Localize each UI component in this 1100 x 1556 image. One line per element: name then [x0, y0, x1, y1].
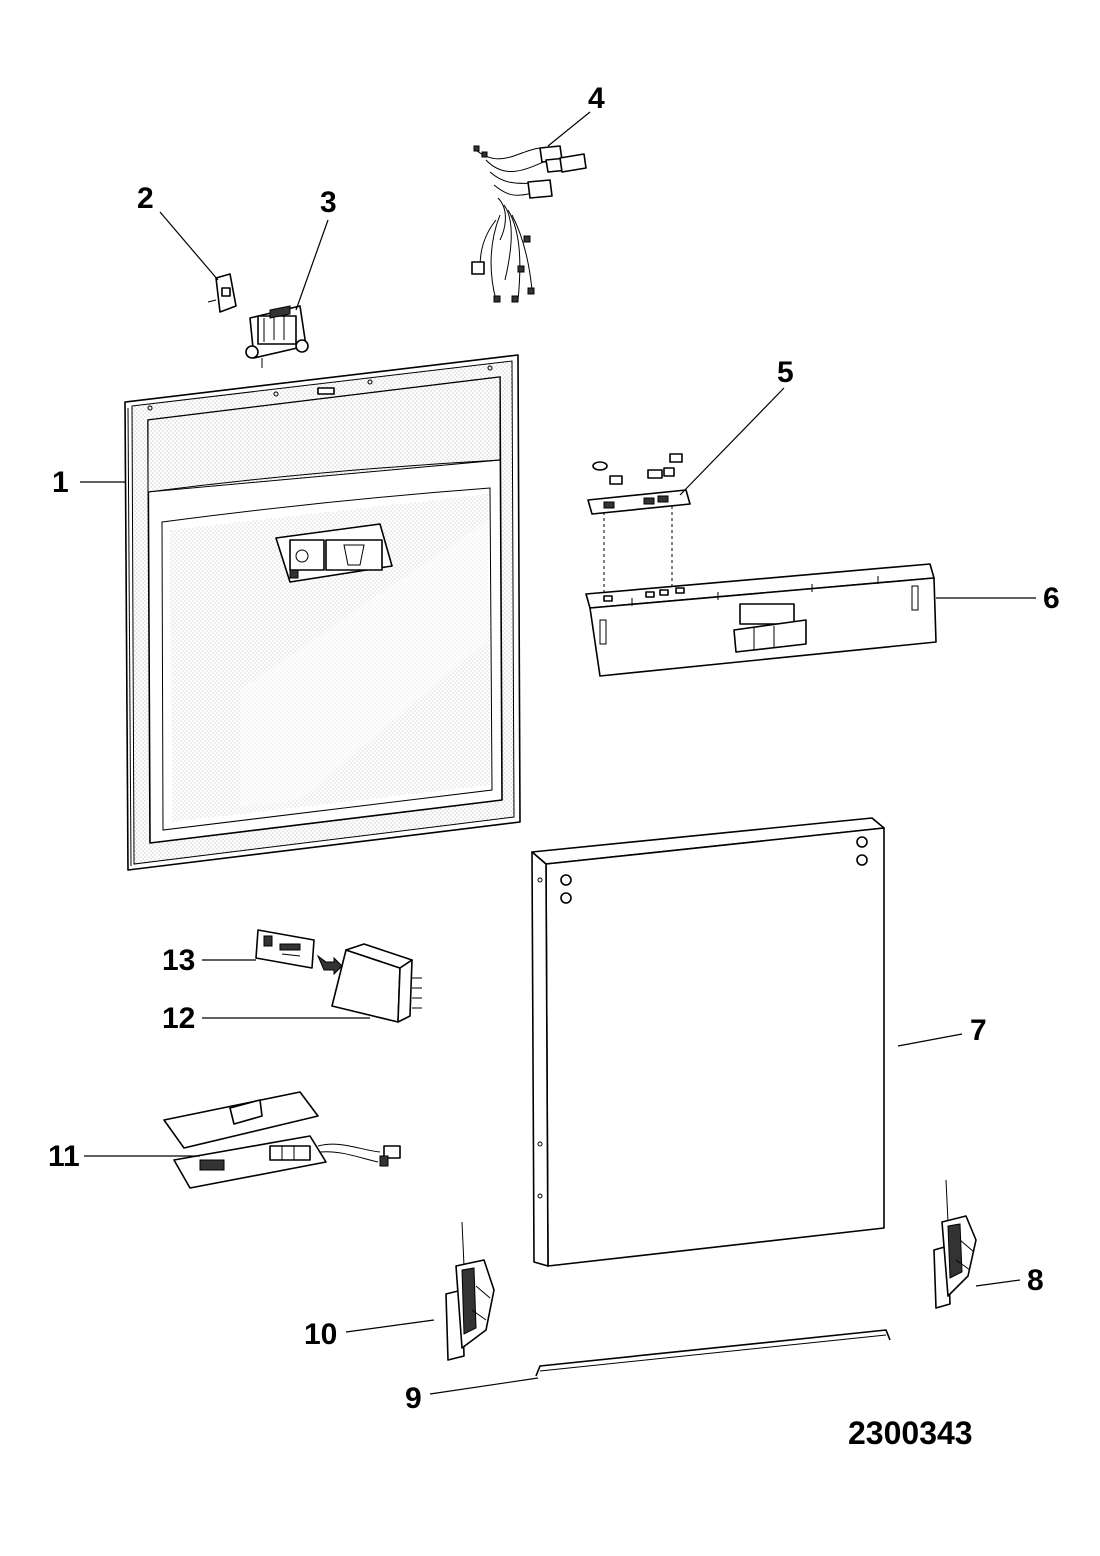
detergent-dispenser [275, 523, 393, 583]
part-1-inner-door-panel [124, 354, 521, 871]
callout-11: 11 [48, 1140, 200, 1173]
callout-label-11: 11 [48, 1140, 80, 1173]
callout-4: 4 [547, 82, 605, 147]
part-8-right-hinge [933, 1179, 977, 1309]
callout-label-9: 9 [405, 1382, 422, 1415]
part-6-control-panel [585, 563, 937, 677]
callout-6: 6 [936, 582, 1060, 615]
callout-label-4: 4 [588, 82, 605, 115]
callout-8: 8 [975, 1264, 1044, 1297]
callout-label-2: 2 [137, 182, 154, 215]
callout-12: 12 [162, 1002, 370, 1035]
callout-label-6: 6 [1043, 582, 1060, 615]
document-number: 2300343 [848, 1415, 973, 1451]
part-12-module-box [331, 943, 422, 1023]
callout-3: 3 [295, 186, 337, 311]
callout-label-5: 5 [777, 356, 794, 389]
callout-label-12: 12 [162, 1002, 195, 1035]
part-3-door-lock [245, 305, 309, 368]
callout-13: 13 [162, 944, 256, 977]
callout-label-13: 13 [162, 944, 195, 977]
part-10-left-hinge [445, 1221, 495, 1361]
part-11-electronic-module [163, 1091, 401, 1189]
part-4-wiring-harness [471, 145, 587, 303]
callout-label-10: 10 [304, 1318, 337, 1351]
part-9-rod [535, 1329, 891, 1377]
part-13-label-card [255, 929, 343, 976]
arrow-right-icon [316, 954, 343, 976]
callout-10: 10 [304, 1318, 435, 1351]
callout-1: 1 [52, 466, 125, 499]
callout-label-7: 7 [970, 1014, 987, 1047]
callout-9: 9 [405, 1377, 539, 1415]
part-7-outer-door-panel [531, 817, 885, 1267]
callout-2: 2 [137, 182, 219, 281]
callout-label-1: 1 [52, 466, 69, 499]
part-2-door-switch [207, 273, 237, 313]
part-5-button-set [587, 453, 691, 592]
callout-7: 7 [897, 1014, 987, 1047]
callout-5: 5 [679, 356, 794, 496]
callout-label-8: 8 [1027, 1264, 1044, 1297]
callout-label-3: 3 [320, 186, 337, 219]
